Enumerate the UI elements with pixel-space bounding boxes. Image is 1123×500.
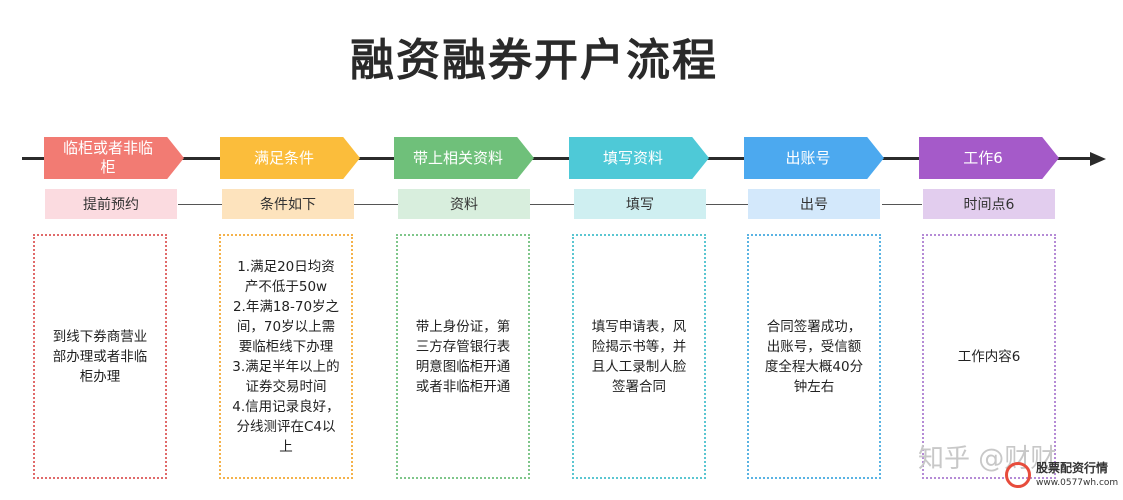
- site-logo-icon: [1005, 462, 1031, 488]
- step-arrow-3: 带上相关资料: [394, 137, 534, 179]
- step-tag-1: 提前预约: [45, 189, 177, 219]
- page-title: 融资融券开户流程: [350, 35, 718, 86]
- logo-text: 股票配资行情: [1036, 461, 1109, 475]
- step-detail-text: 工作内容6: [957, 348, 1021, 365]
- step-detail-text: 到线下券商营业 部办理或者非临 柜办理: [52, 328, 148, 385]
- step-tag-2: 条件如下: [222, 189, 354, 219]
- tag-connector: [178, 204, 222, 205]
- step-tag-3: 资料: [398, 189, 530, 219]
- step-detail-3: 带上身份证，第 三方存管银行表 明意图临柜开通 或者非临柜开通: [396, 234, 530, 479]
- step-tag-label: 时间点6: [963, 197, 1015, 213]
- step-tag-4: 填写: [574, 189, 706, 219]
- step-arrow-5: 出账号: [744, 137, 884, 179]
- step-tag-6: 时间点6: [923, 189, 1055, 219]
- step-detail-5: 合同签署成功， 出账号，受信额 度全程大概40分 钟左右: [747, 234, 881, 479]
- step-detail-2: 1.满足20日均资 产不低于50w 2.年满18-70岁之 间，70岁以上需 要…: [219, 234, 353, 479]
- step-tag-label: 出号: [800, 197, 828, 213]
- step-tag-label: 资料: [450, 197, 478, 213]
- step-detail-text: 1.满足20日均资 产不低于50w 2.年满18-70岁之 间，70岁以上需 要…: [232, 258, 340, 455]
- watermark: 知乎 @财财: [918, 444, 1057, 474]
- step-detail-6: 工作内容6: [922, 234, 1056, 479]
- step-label: 带上相关资料: [412, 148, 503, 167]
- step-arrow-1: 临柜或者非临 柜: [44, 137, 184, 179]
- step-label: 填写资料: [602, 148, 663, 167]
- step-tag-label: 填写: [626, 197, 654, 213]
- step-detail-1: 到线下券商营业 部办理或者非临 柜办理: [33, 234, 167, 479]
- step-detail-4: 填写申请表，风 险揭示书等，并 且人工录制人脸 签署合同: [572, 234, 706, 479]
- tag-connector: [882, 204, 922, 205]
- step-detail-text: 填写申请表，风 险揭示书等，并 且人工录制人脸 签署合同: [591, 318, 687, 395]
- tag-connector: [354, 204, 398, 205]
- step-label: 出账号: [785, 148, 831, 167]
- step-detail-text: 带上身份证，第 三方存管银行表 明意图临柜开通 或者非临柜开通: [415, 318, 511, 395]
- step-detail-text: 合同签署成功， 出账号，受信额 度全程大概40分 钟左右: [764, 318, 864, 395]
- tag-connector: [530, 204, 574, 205]
- step-tag-label: 提前预约: [83, 197, 139, 213]
- step-label: 临柜或者非临 柜: [62, 139, 153, 176]
- tag-connector: [706, 204, 750, 205]
- step-label: 满足条件: [253, 148, 314, 167]
- step-arrow-4: 填写资料: [569, 137, 709, 179]
- step-tag-5: 出号: [748, 189, 880, 219]
- timeline-arrow-icon: [1090, 152, 1106, 166]
- step-arrow-2: 满足条件: [220, 137, 360, 179]
- step-arrow-6: 工作6: [919, 137, 1059, 179]
- logo-url: www.0577wh.com: [1036, 478, 1119, 488]
- step-tag-label: 条件如下: [260, 197, 316, 213]
- step-label: 工作6: [963, 148, 1003, 167]
- timeline-line: [22, 157, 1094, 160]
